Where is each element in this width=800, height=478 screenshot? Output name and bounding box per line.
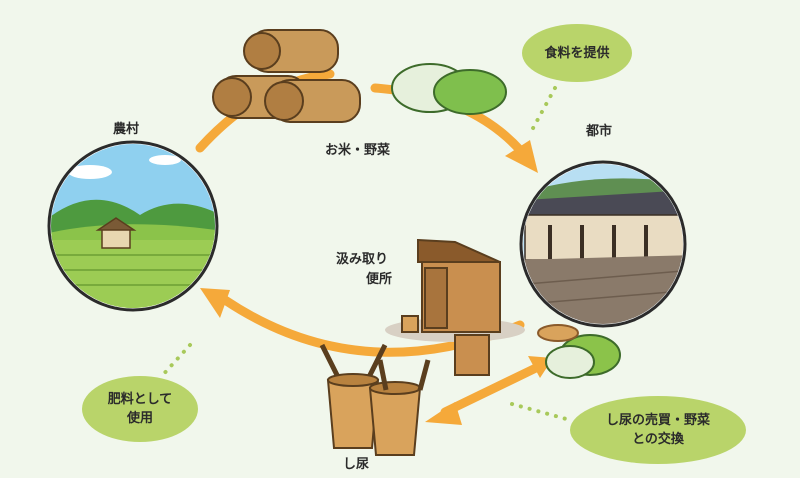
dotted-connectors <box>158 86 572 422</box>
bucket-icon <box>319 343 431 456</box>
bubble-trade: し尿の売買・野菜 との交換 <box>570 396 746 464</box>
bubble-trade-line2: との交換 <box>632 432 684 447</box>
outhouse-icon <box>385 238 525 376</box>
bubble-provide-food: 食料を提供 <box>522 24 632 82</box>
bubble-provide-food-text: 食料を提供 <box>544 45 610 61</box>
bubble-fertilizer-line1: 肥料として <box>107 392 173 407</box>
label-farm-village: 農村 <box>113 122 140 137</box>
farm-village-illustration <box>47 140 219 312</box>
label-rice-vegetables: お米・野菜 <box>325 143 391 158</box>
label-city: 都市 <box>586 124 613 139</box>
bubble-trade-line1: し尿の売買・野菜 <box>605 413 710 428</box>
rice-bale-icon <box>212 29 361 123</box>
city-illustration <box>519 160 687 328</box>
label-toilet-line1: 汲み取り <box>336 252 389 267</box>
label-toilet-line2: 便所 <box>366 272 393 287</box>
label-night-soil: し尿 <box>343 457 370 472</box>
napa-cabbage-icon <box>391 63 621 379</box>
bubble-fertilizer-line2: 使用 <box>126 411 153 426</box>
bubble-fertilizer: 肥料として 使用 <box>82 376 198 442</box>
